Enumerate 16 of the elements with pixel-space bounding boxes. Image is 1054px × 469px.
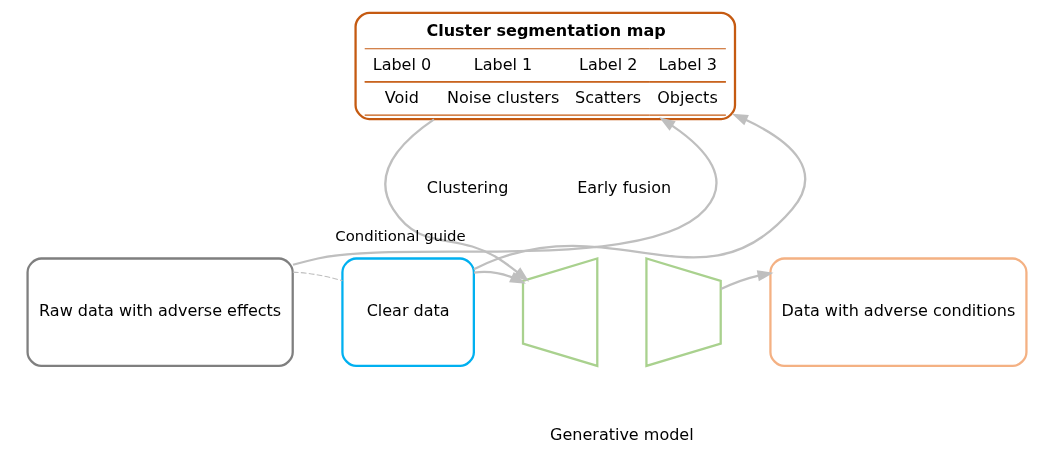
label: Early fusion bbox=[577, 178, 672, 198]
arrow bbox=[384, 118, 530, 282]
arrow bbox=[473, 270, 526, 284]
node-trapezium bbox=[521, 256, 599, 368]
label: Generative model bbox=[550, 424, 694, 444]
label: Clustering bbox=[426, 178, 509, 198]
arrow bbox=[720, 270, 774, 291]
node-box: Data with adverse conditions bbox=[769, 257, 1028, 368]
node-trapezium bbox=[645, 256, 722, 368]
edge-label: Conditional guide bbox=[335, 227, 466, 245]
arrow bbox=[473, 113, 807, 271]
node-box: Raw data with adverse effects bbox=[26, 257, 294, 368]
node-box: Cluster segmentation map Label 0 Label 1 Label 2 Label 3 Void Noise clusters Scatters Objects bbox=[354, 11, 737, 121]
connector bbox=[292, 271, 343, 282]
arrow bbox=[292, 117, 718, 266]
node-box: Clear data bbox=[341, 257, 475, 368]
